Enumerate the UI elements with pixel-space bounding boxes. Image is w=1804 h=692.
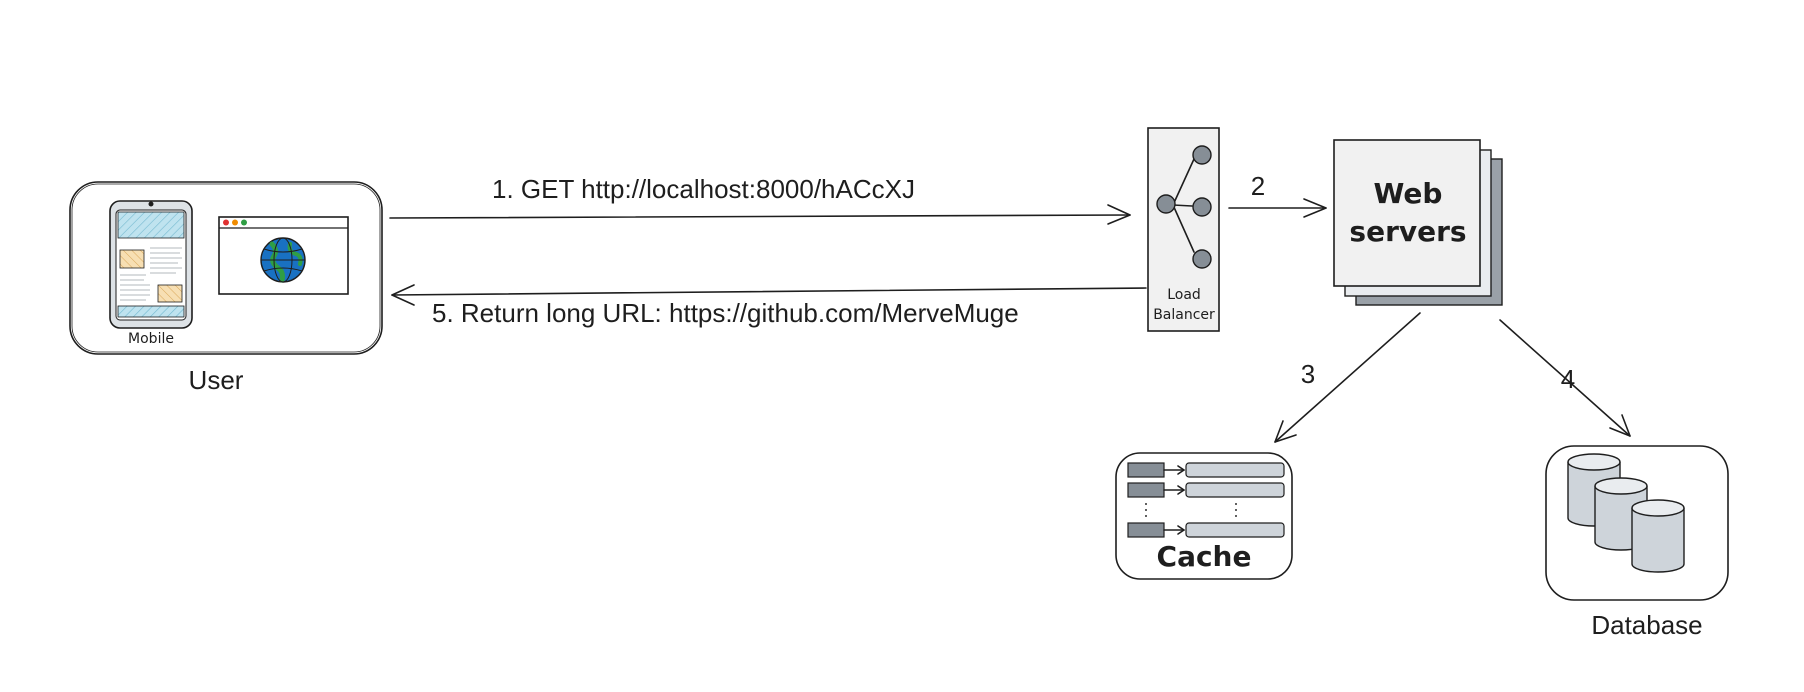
arrow-2-label: 2 — [1251, 171, 1265, 201]
user-label: User — [189, 365, 244, 395]
mobile-label: Mobile — [128, 331, 174, 347]
arrow-to-web-servers — [1228, 198, 1327, 218]
cache-node: Cache — [1115, 452, 1293, 580]
load-balancer-node: Load Balancer — [1147, 127, 1220, 332]
browser-window-icon — [218, 216, 349, 295]
globe-icon — [260, 237, 306, 283]
load-balancer-label-line2: Balancer — [1153, 307, 1215, 323]
database-label: Database — [1591, 610, 1702, 640]
load-balancer-label-line1: Load — [1167, 287, 1201, 303]
response-arrow — [391, 284, 1147, 306]
database-cylinders-icon — [1567, 453, 1685, 573]
cache-label: Cache — [1157, 540, 1252, 573]
response-label: 5. Return long URL: https://github.com/M… — [432, 298, 1019, 328]
request-arrow — [389, 204, 1131, 225]
arrow-3-label: 3 — [1301, 359, 1315, 389]
web-servers-label-line2: servers — [1349, 215, 1466, 248]
database-node — [1545, 445, 1729, 601]
user-node: Mobile — [69, 181, 383, 355]
arrow-4-label: 4 — [1561, 364, 1575, 394]
web-servers-node: Web servers — [1333, 139, 1503, 306]
request-label: 1. GET http://localhost:8000/hACcXJ — [492, 174, 915, 204]
arrow-to-database — [1499, 319, 1631, 437]
web-servers-label-line1: Web — [1374, 177, 1443, 210]
mobile-phone-icon — [109, 200, 193, 329]
cache-entries-icon — [1127, 462, 1285, 538]
arrow-to-cache — [1274, 312, 1421, 443]
